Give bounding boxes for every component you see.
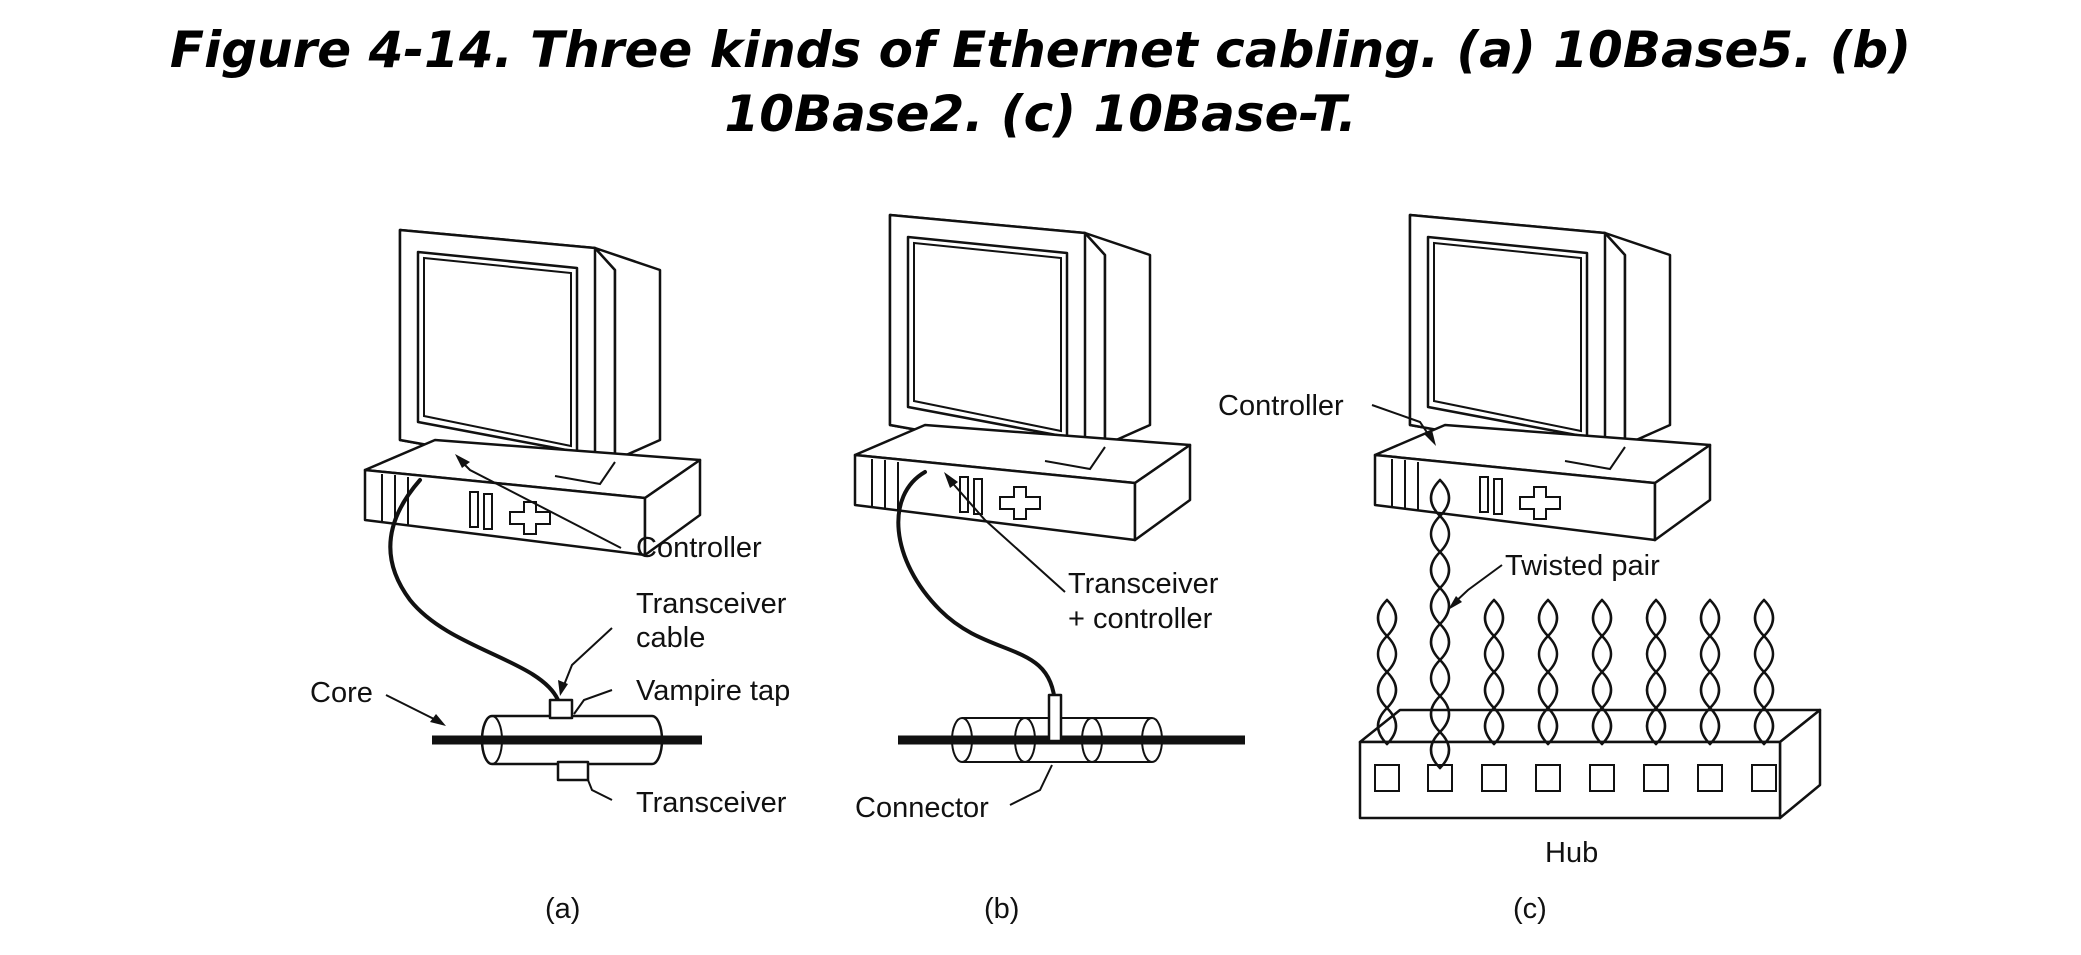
caption-b: (b) [984,893,1019,925]
panel-a: Controller Transceiver cable Core Vampir… [310,228,790,925]
label-twisted-pair: Twisted pair [1505,550,1660,582]
figure-title-line-2: 10Base2. (c) 10Base-T. [724,85,1357,143]
figure-title-line-1: Figure 4-14. Three kinds of Ethernet cab… [169,21,1912,79]
label-transceiver-a: Transceiver [636,787,787,819]
label-controller-a: Controller [636,532,762,564]
transceiver-cable-a [388,478,560,702]
label-transceiver-cable-a-line1: Transceiver [636,588,787,620]
computer-c-icon [1373,213,1712,542]
computer-a-icon [363,228,702,557]
panel-c: Controller Twisted pair Hub (c) [1218,213,1822,925]
t-connector-b [1047,693,1063,743]
caption-a: (a) [545,893,580,925]
label-transceiver-controller-line2: + controller [1068,603,1213,635]
panel-b: Transceiver + controller Connector (b) [853,213,1245,925]
coax-cable-b [896,470,1057,707]
label-controller-c: Controller [1218,390,1344,422]
label-core: Core [310,677,373,709]
hub [1358,708,1822,820]
label-hub: Hub [1545,837,1598,869]
label-vampire-tap: Vampire tap [636,675,790,707]
figure-title: Figure 4-14. Three kinds of Ethernet cab… [0,18,2081,146]
label-connector: Connector [855,792,989,824]
vampire-tap-a [548,698,574,720]
label-transceiver-controller-line1: Transceiver [1068,568,1219,600]
caption-c: (c) [1513,893,1547,925]
transceiver-a [556,760,590,782]
label-transceiver-cable-a-line2: cable [636,622,705,654]
